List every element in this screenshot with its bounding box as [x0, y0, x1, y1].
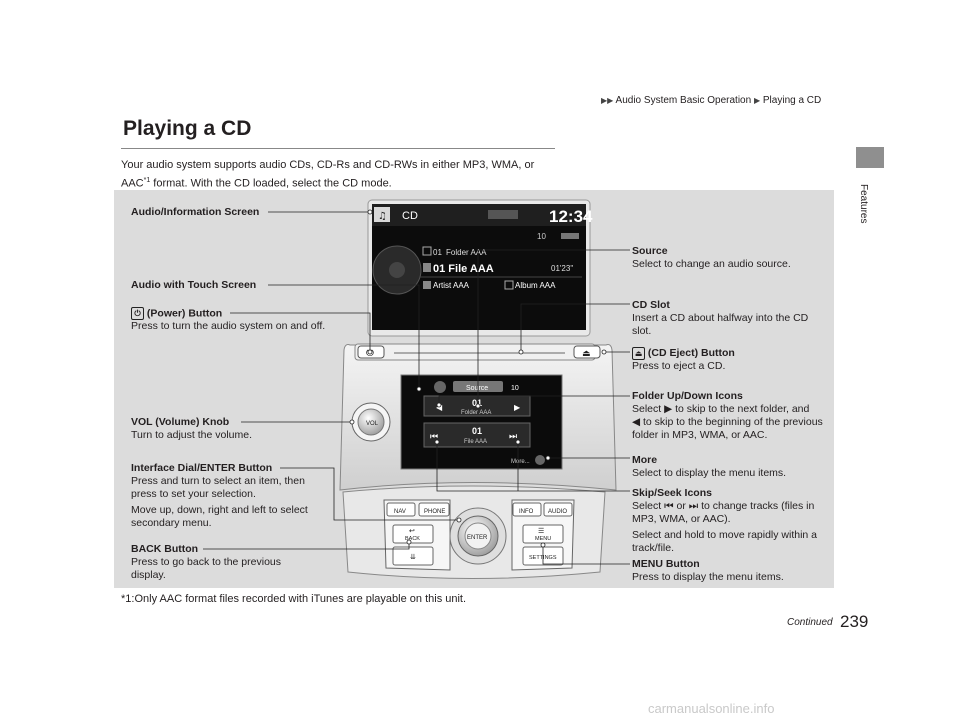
more-button[interactable]: More... — [511, 459, 530, 465]
touch-screen: Source 10 ◀ ▶ 01 Folder AAA ⏮ ⏭ 01 File … — [400, 374, 563, 470]
watermark: carmanualsonline.info — [648, 701, 775, 716]
svg-text:⇊: ⇊ — [410, 553, 416, 561]
breadcrumb: ▶▶ Audio System Basic Operation ▶ Playin… — [601, 95, 821, 106]
upper-file-name: 01 File AAA — [433, 263, 494, 275]
callout-lines — [203, 209, 630, 565]
svg-text:01: 01 — [472, 398, 482, 408]
breadcrumb-level1[interactable]: Audio System Basic Operation — [615, 95, 752, 106]
back-button[interactable] — [392, 524, 434, 544]
upper-mode-label: CD — [402, 210, 418, 222]
intro-paragraph: Your audio system supports audio CDs, CD… — [121, 159, 535, 190]
audio-information-screen: ♫ CD 12:34 10 01 Folder AAA 01 File AAA … — [367, 199, 593, 337]
touch-folder-name: Folder AAA — [461, 410, 491, 416]
footnote: *1:Only AAC format files recorded with i… — [121, 593, 467, 605]
svg-text:PHONE: PHONE — [424, 509, 445, 515]
touch-file-name: File AAA — [464, 439, 487, 445]
skip-back-icon[interactable]: ⏮ — [430, 431, 438, 441]
breadcrumb-level2[interactable]: Playing a CD — [762, 95, 822, 106]
upper-artist: Artist AAA — [433, 281, 470, 290]
upper-folder-name: Folder AAA — [446, 248, 487, 257]
label-audio-touch-screen: Audio with Touch Screen — [131, 279, 257, 291]
svg-text:01: 01 — [472, 426, 482, 436]
nav-button[interactable] — [386, 502, 416, 517]
svg-text:☰: ☰ — [538, 528, 544, 535]
folder-next-icon: ▶ — [664, 403, 673, 415]
folder-previous-icon: ◀ — [632, 416, 641, 428]
track-time: 01'23" — [551, 264, 573, 273]
power-icon: ⏻ — [131, 307, 144, 320]
upper-album: Album AAA — [515, 281, 556, 290]
skip-back-glyph-icon: ⏮ — [664, 500, 674, 512]
label-audio-info-screen: Audio/Information Screen — [131, 206, 260, 218]
svg-text:BACK: BACK — [405, 536, 420, 542]
svg-text:VOL: VOL — [366, 421, 379, 427]
svg-text:01: 01 — [433, 248, 442, 257]
touch-volume: 10 — [511, 385, 519, 392]
svg-text:♫: ♫ — [378, 211, 387, 222]
info-button[interactable] — [512, 502, 542, 517]
upper-volume: 10 — [537, 232, 546, 241]
svg-text:AUDIO: AUDIO — [548, 509, 567, 515]
hang-up-button[interactable] — [392, 546, 434, 566]
title-divider — [121, 148, 555, 149]
svg-text:INFO: INFO — [519, 509, 534, 515]
skip-forward-icon[interactable]: ⏭ — [509, 431, 517, 441]
svg-text:MENU: MENU — [535, 536, 551, 542]
svg-text:↩: ↩ — [409, 528, 415, 535]
folder-down-icon[interactable]: ◀ — [436, 403, 443, 412]
page-title: Playing a CD — [123, 117, 252, 140]
phone-button[interactable] — [418, 502, 450, 517]
svg-text:NAV: NAV — [394, 509, 406, 515]
eject-icon: ⏏ — [632, 347, 645, 360]
skip-forward-glyph-icon: ⏭ — [688, 500, 699, 512]
eject-button[interactable] — [573, 345, 601, 359]
audio-button[interactable] — [543, 502, 573, 517]
svg-text:Source: Source — [466, 385, 488, 392]
breadcrumb-arrow-icon: ▶ — [753, 96, 761, 105]
svg-text:⏏: ⏏ — [582, 349, 591, 359]
page-number: 239 — [840, 612, 869, 631]
clock-display: 12:34 — [549, 207, 593, 226]
breadcrumb-arrow-icon: ▶▶ — [601, 96, 614, 105]
continued-label: Continued — [787, 617, 833, 628]
section-tab — [856, 147, 884, 168]
folder-up-icon[interactable]: ▶ — [514, 403, 521, 412]
svg-text:ENTER: ENTER — [467, 535, 488, 541]
